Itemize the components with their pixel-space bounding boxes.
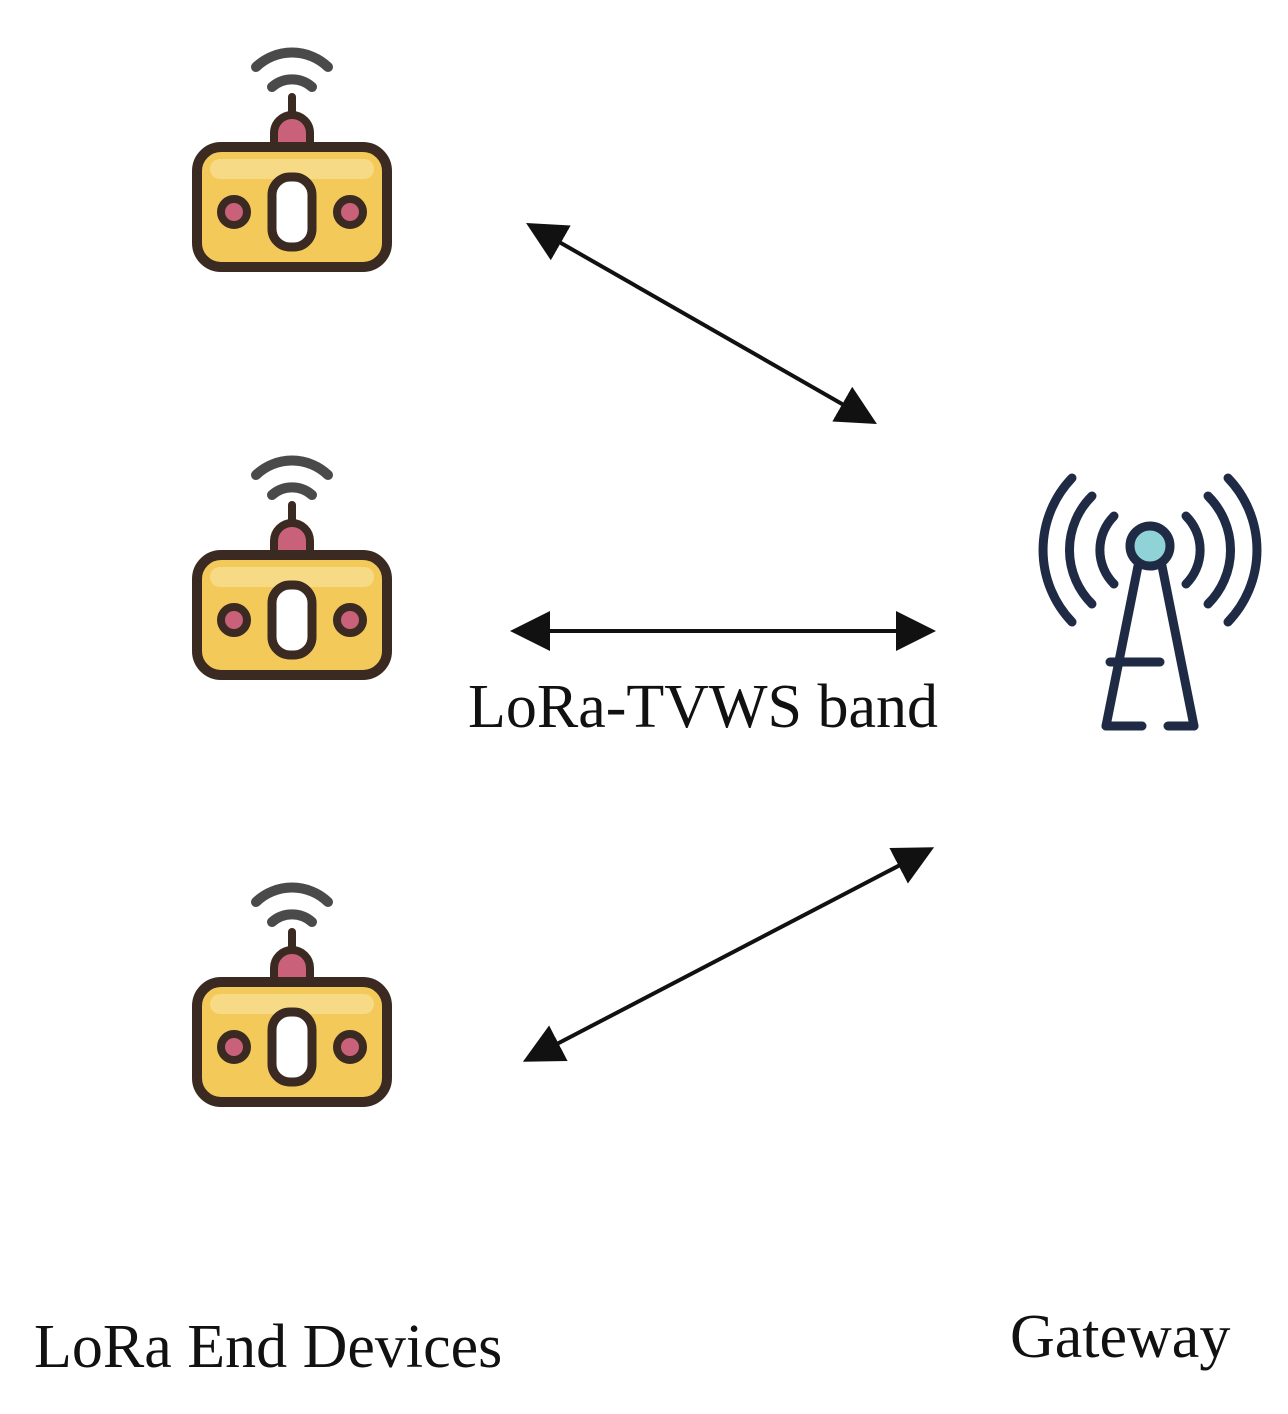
gateway-tower-icon	[1038, 473, 1262, 731]
link-arrow-device-3	[522, 847, 935, 1062]
end-device-3-icon	[197, 888, 387, 1102]
end-device-1-icon	[197, 53, 387, 267]
end-device-2-icon	[197, 461, 387, 675]
band-label: LoRa-TVWS band	[468, 673, 939, 741]
end-devices-label: LoRa End Devices	[34, 1313, 503, 1381]
link-arrow-device-1	[526, 223, 877, 424]
gateway-label: Gateway	[1010, 1303, 1231, 1371]
